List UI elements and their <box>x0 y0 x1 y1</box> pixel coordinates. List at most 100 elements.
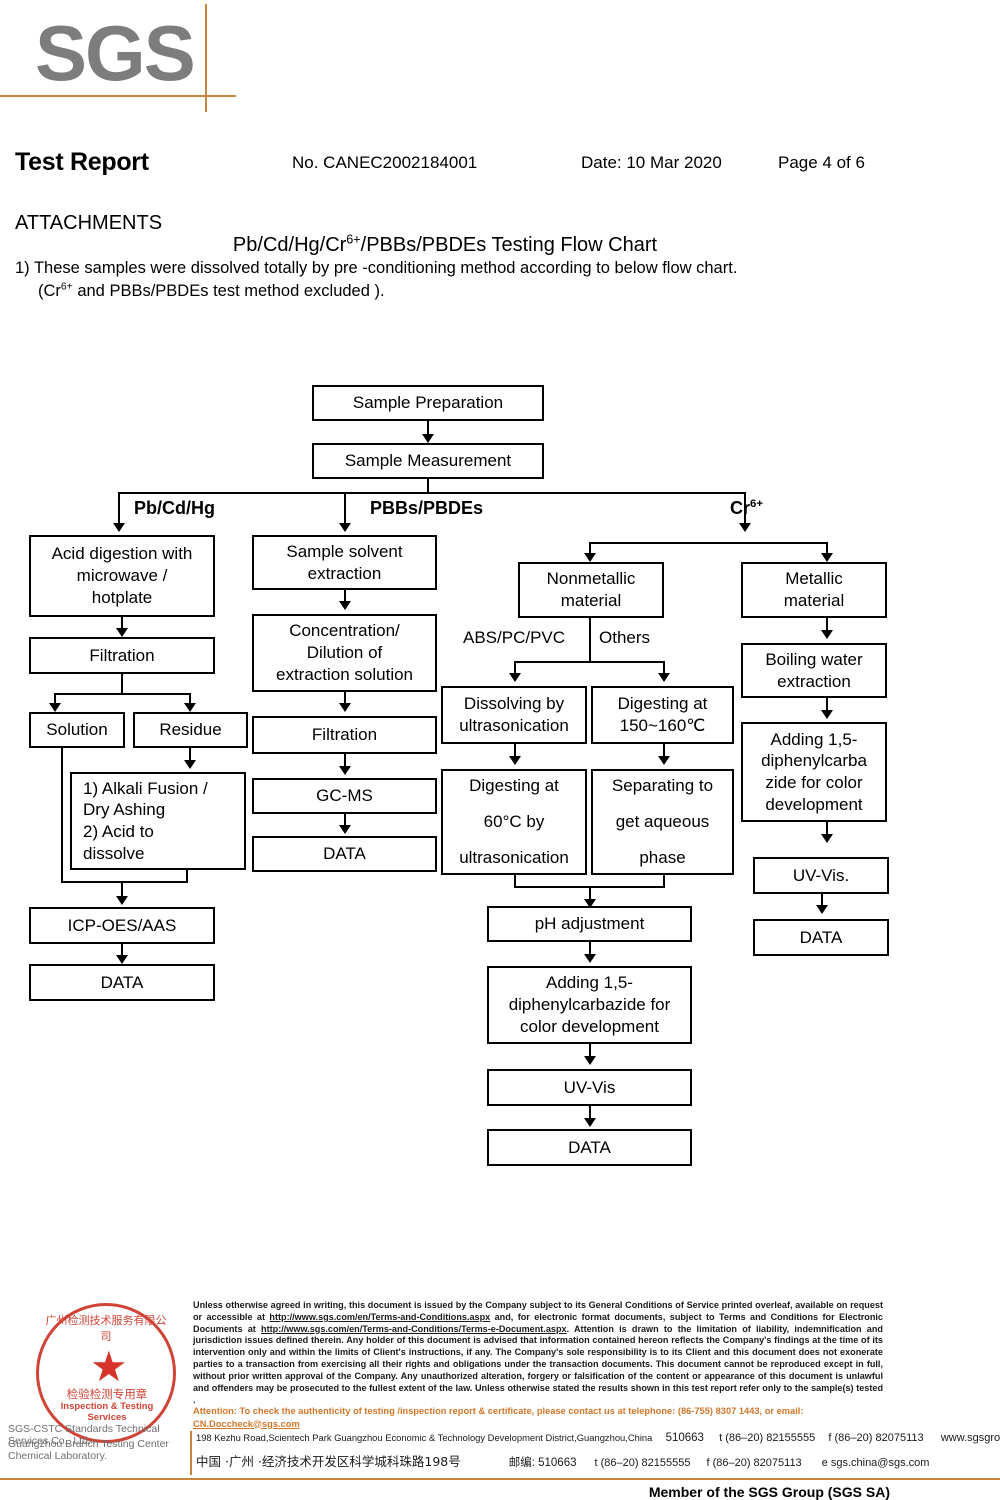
edge-cr-split-bus <box>589 542 827 544</box>
edge-prep-to-measure <box>427 421 429 439</box>
edge-to-digesting-150 <box>663 661 665 677</box>
report-date: Date: 10 Mar 2020 <box>581 153 722 172</box>
address-en-street: 198 Kezhu Road,Scientech Park Guangzhou … <box>196 1432 653 1443</box>
edge-filtration-to-gcms <box>344 754 346 770</box>
page-indicator: Page 4 of 6 <box>778 153 865 172</box>
arrow-uvvis-to-data-cr <box>584 1118 596 1127</box>
edge-boiling-to-dpc-metal <box>826 698 828 714</box>
address-line-english: 198 Kezhu Road,Scientech Park Guangzhou … <box>196 1432 1000 1444</box>
note-line-1: 1) These samples were dissolved totally … <box>15 259 738 277</box>
node-sample-measurement: Sample Measurement <box>312 443 544 479</box>
report-header: Test Report No. CANEC2002184001 Date: 10… <box>0 148 1000 184</box>
arrow-dpc-to-uvvis <box>584 1056 596 1065</box>
terms-e-document-link[interactable]: http://www.sgs.com/en/Terms-and-Conditio… <box>261 1323 567 1334</box>
node-nonmetallic-material: Nonmetallic material <box>518 562 664 618</box>
address-line-chinese: 中国 ·广州 ·经济技术开发区科学城科珠路198号 邮编: 510663 t (… <box>196 1451 929 1470</box>
address-divider <box>190 1431 192 1475</box>
sgs-logo-area: SGS <box>0 0 1000 120</box>
node-data-mid: DATA <box>252 836 437 872</box>
seal-company-text: 广州检测技术服务有限公司 <box>45 1314 167 1343</box>
arrow-merge-to-ph <box>584 899 596 908</box>
address-cn-postcode: 邮编: 510663 <box>508 1457 577 1469</box>
edge-measure-down <box>427 479 429 493</box>
arrow-conc-to-filtration <box>339 703 351 712</box>
edge-gcms-to-data <box>344 814 346 829</box>
arrow-gcms-to-data <box>339 825 351 834</box>
address-cn-fax: f (86–20) 82075113 <box>706 1457 802 1469</box>
arrow-prep-to-measure <box>422 434 434 443</box>
node-dissolving-by-ultrasonication: Dissolving by ultrasonication <box>441 686 587 744</box>
legal-part-3: . Attention is drawn to the limitation o… <box>193 1323 883 1405</box>
edge-merge-to-ph <box>589 886 591 903</box>
arrow-acid-to-filtration <box>116 628 128 637</box>
node-acid-digestion: Acid digestion with microwave / hotplate <box>29 535 215 617</box>
node-adding-dpc-metal: Adding 1,5- diphenylcarba zide for color… <box>741 722 887 822</box>
edge-uvvis-to-data-cr <box>589 1106 591 1122</box>
node-gc-ms: GC-MS <box>252 778 437 814</box>
edge-separating-down <box>663 875 665 888</box>
edge-alkali-down <box>186 870 188 883</box>
node-icp-oes-aas: ICP-OES/AAS <box>29 907 215 944</box>
arrow-digesting150-to-separating <box>658 756 670 765</box>
arrow-uvvis-metal-to-data <box>816 905 828 914</box>
address-en-postcode: 510663 <box>665 1432 704 1444</box>
arrow-to-metallic <box>821 553 833 562</box>
attachments-heading: ATTACHMENTS <box>15 212 163 234</box>
note-line-2-post: and PBBs/PBDEs test method excluded ). <box>72 282 385 300</box>
seal-caption-line-2: Guangzhou Branch Testing Center Chemical… <box>8 1438 169 1462</box>
legal-part-2: and, for electronic format documents, su… <box>193 1311 883 1334</box>
edge-ph-to-dpc <box>589 942 591 958</box>
arrow-to-nonmetallic <box>584 553 596 562</box>
node-digesting-150-160: Digesting at 150~160℃ <box>591 686 734 744</box>
logo-vertical-rule <box>205 4 207 112</box>
star-icon: ★ <box>90 1343 128 1390</box>
node-uv-vis-metal: UV-Vis. <box>753 857 889 894</box>
edge-drop-pbbs <box>344 492 346 528</box>
arrow-merge-to-icp <box>116 896 128 905</box>
arrow-to-dissolving <box>509 673 521 682</box>
edge-solution-bypass-down <box>61 748 63 883</box>
arrow-boiling-to-dpc-metal <box>821 710 833 719</box>
node-filtration-mid: Filtration <box>252 716 437 754</box>
authenticity-notice: Attention: To check the authenticity of … <box>193 1405 893 1430</box>
edge-label-abs-pc-pvc: ABS/PC/PVC <box>463 628 566 647</box>
arrow-metallic-to-boiling <box>821 630 833 639</box>
logo-horizontal-rule <box>0 95 236 97</box>
edge-metallic-to-boiling <box>826 618 828 634</box>
page-footer: 广州检测技术服务有限公司 ★ 检验检测专用章 Inspection & Test… <box>0 1288 1000 1500</box>
address-en-tel: t (86–20) 82155555 <box>719 1432 816 1444</box>
edge-cr-bus-right <box>826 542 828 557</box>
arrow-dissolving-to-digesting60 <box>509 756 521 765</box>
edge-uvvis-metal-to-data <box>821 894 823 909</box>
node-ph-adjustment: pH adjustment <box>487 906 692 942</box>
arrow-icp-to-data <box>116 955 128 964</box>
address-cn-email: e sgs.china@sgs.com <box>821 1457 930 1469</box>
flow-chart-title: Pb/Cd/Hg/Cr6+/PBBs/PBDEs Testing Flow Ch… <box>0 233 1000 257</box>
edge-icp-to-data <box>121 944 123 958</box>
node-sample-preparation: Sample Preparation <box>312 385 544 421</box>
footer-horizontal-rule <box>0 1478 1000 1480</box>
edge-label-pbbs-pbdes: PBBs/PBDEs <box>370 498 484 518</box>
arrow-drop-pbbs <box>339 523 351 532</box>
edge-dissolving-to-digesting60 <box>514 744 516 760</box>
report-number: No. CANEC2002184001 <box>292 153 478 172</box>
node-filtration-left: Filtration <box>29 637 215 674</box>
edge-residue-to-alkali <box>189 748 191 764</box>
note-line-2-superscript: 6+ <box>60 281 73 293</box>
node-adding-dpc-cr: Adding 1,5- diphenylcarbazide for color … <box>487 966 692 1044</box>
node-alkali-fusion: 1) Alkali Fusion / Dry Ashing 2) Acid to… <box>70 772 246 870</box>
address-cn-street: 中国 ·广州 ·经济技术开发区科学城科珠路198号 <box>196 1454 461 1469</box>
node-solution: Solution <box>29 712 125 748</box>
edge-to-solution <box>54 693 56 707</box>
edge-to-residue <box>189 693 191 707</box>
seal-circle-border <box>36 1303 176 1443</box>
doccheck-email-link[interactable]: CN.Doccheck@sgs.com <box>193 1418 300 1429</box>
arrow-drop-pb <box>113 523 125 532</box>
arrow-to-solution <box>49 703 61 712</box>
node-sample-solvent-extraction: Sample solvent extraction <box>252 535 437 590</box>
arrow-residue-to-alkali <box>184 760 196 769</box>
edge-solvent-to-conc <box>344 590 346 605</box>
edge-conc-to-filtration <box>344 692 346 707</box>
terms-and-conditions-link[interactable]: http://www.sgs.com/en/Terms-and-Conditio… <box>269 1311 491 1322</box>
